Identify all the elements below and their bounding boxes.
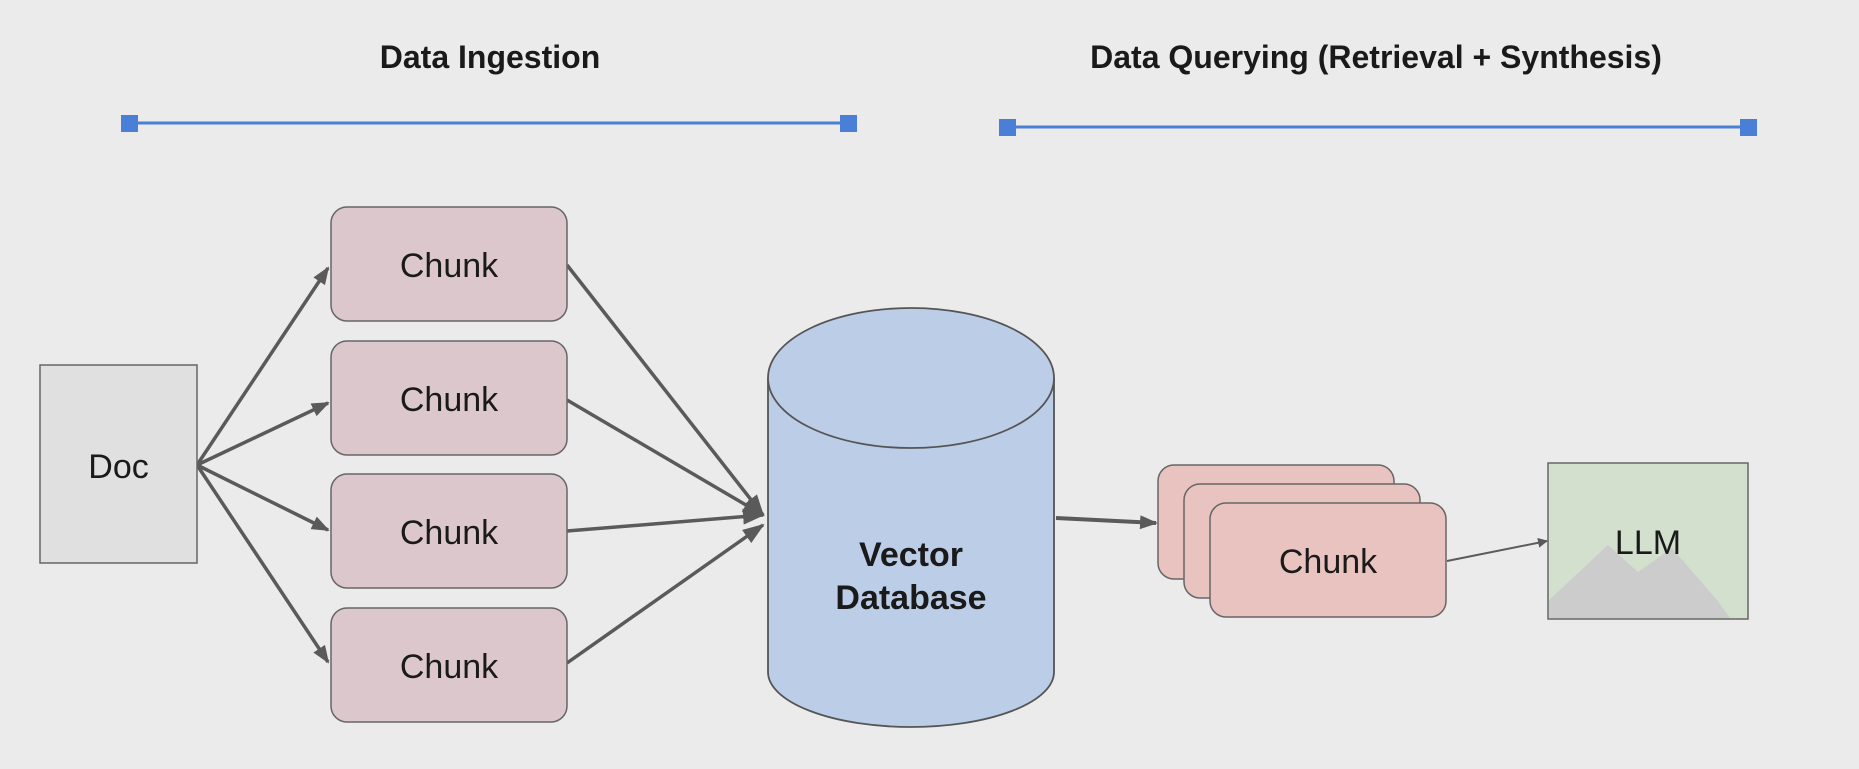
- vector-database-cylinder: Vector Database: [767, 307, 1055, 728]
- retrieved-chunk-card-front: [1209, 502, 1447, 618]
- arrow-db-to-retrieved: [1055, 515, 1158, 530]
- ingestion-timeline: [121, 115, 857, 132]
- querying-timeline: [999, 119, 1757, 136]
- doc-node: Doc: [39, 364, 198, 564]
- chunk-node: Chunk: [330, 340, 568, 456]
- chunk-label: Chunk: [400, 247, 499, 285]
- llm-label: LLM: [1615, 524, 1681, 562]
- chunk-node: Chunk: [330, 473, 568, 589]
- arrow-doc-chunk-2: [196, 401, 330, 467]
- timeline-start-handle: [121, 115, 138, 132]
- retrieved-chunk-stack: Chunk: [1157, 464, 1447, 618]
- arrow-doc-chunk-1: [195, 266, 330, 466]
- chunk-label: Chunk: [400, 381, 499, 419]
- chunk-label: Chunk: [400, 648, 499, 686]
- timeline-end-handle: [840, 115, 857, 132]
- mountain-image-icon: [1549, 545, 1730, 618]
- arrow-chunk-3-db: [566, 508, 765, 533]
- arrow-doc-chunk-4: [195, 464, 330, 664]
- arrow-doc-chunk-3: [196, 463, 330, 532]
- arrow-retrieved-to-llm: [1446, 537, 1548, 562]
- timeline-start-handle: [999, 119, 1016, 136]
- llm-node: LLM: [1547, 462, 1749, 620]
- chunk-node: Chunk: [330, 206, 568, 322]
- vector-database-label-line1: Vector: [859, 536, 963, 574]
- arrow-chunk-2-db: [566, 398, 765, 517]
- retrieved-chunk-label: Chunk: [1279, 543, 1378, 581]
- chunk-to-db-arrows: [565, 263, 765, 665]
- chunk-node: Chunk: [330, 607, 568, 723]
- doc-label: Doc: [88, 448, 148, 486]
- arrow-chunk-1-db: [565, 263, 765, 517]
- querying-section-title: Data Querying (Retrieval + Synthesis): [1090, 39, 1662, 75]
- vector-database-label-line2: Database: [835, 579, 986, 617]
- ingestion-section-title: Data Ingestion: [380, 39, 600, 75]
- arrow-chunk-4-db: [565, 523, 765, 665]
- chunk-label: Chunk: [400, 514, 499, 552]
- timeline-end-handle: [1740, 119, 1757, 136]
- doc-to-chunk-arrows: [195, 266, 330, 664]
